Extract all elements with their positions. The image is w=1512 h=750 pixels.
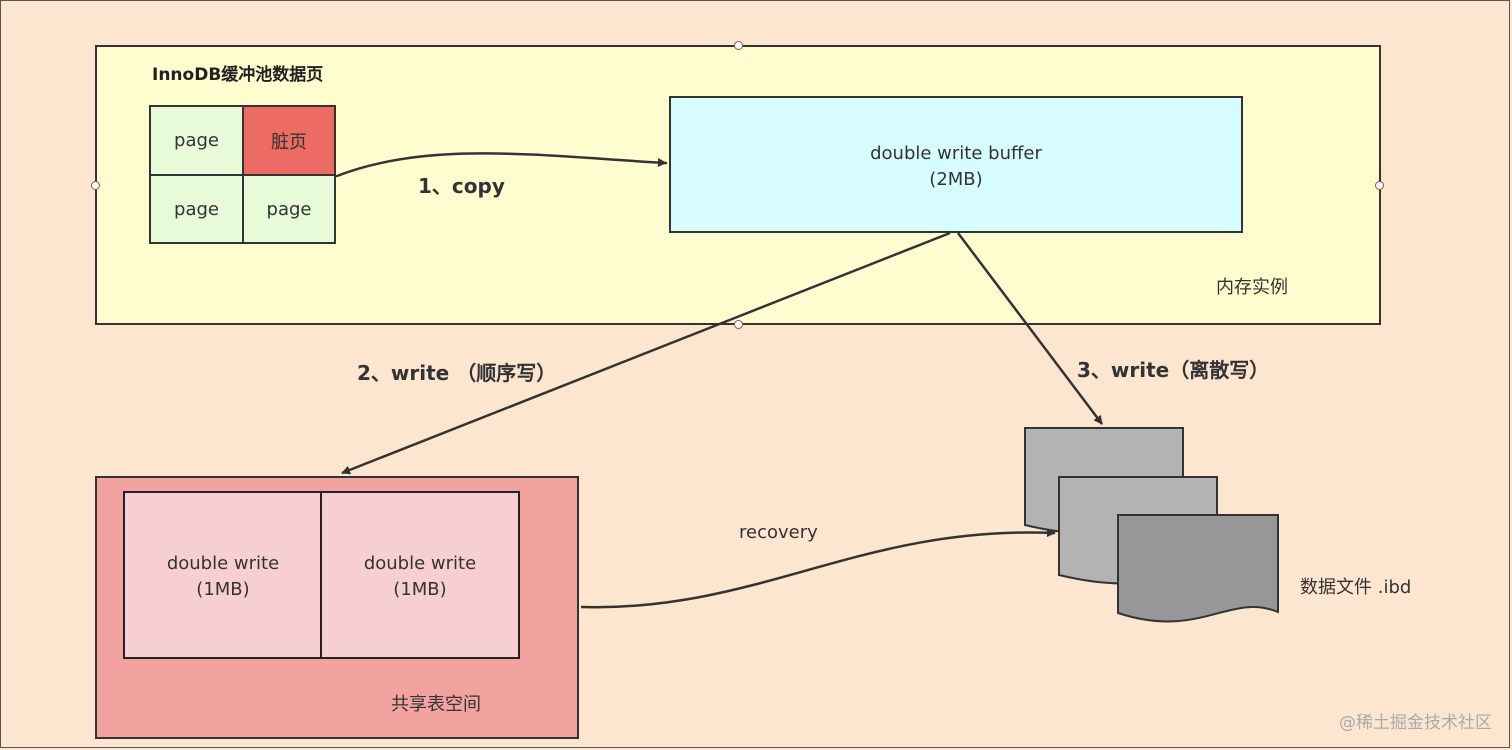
page-cell: page (242, 174, 336, 244)
watermark: @稀土掘金技术社区 (1339, 713, 1492, 733)
block-name: double write (363, 553, 477, 574)
memory-instance-label: 内存实例 (1216, 277, 1288, 298)
dirty-page-cell: 脏页 (242, 105, 336, 176)
resize-handle[interactable] (734, 41, 743, 50)
double-write-block (123, 491, 323, 659)
discrete-write-label: 3、write（离散写） (1077, 358, 1270, 382)
recovery-label: recovery (739, 522, 818, 543)
sequential-write-label: 2、write （顺序写） (357, 361, 557, 385)
data-files-label: 数据文件 .ibd (1300, 577, 1412, 598)
copy-arrow (335, 152, 668, 178)
recovery-arrow (580, 528, 1056, 609)
buffer-pool-title: InnoDB缓冲池数据页 (152, 65, 324, 85)
discrete-write-arrow (957, 232, 1103, 425)
block-size: (1MB) (393, 579, 447, 600)
double-write-block (320, 491, 520, 659)
resize-handle[interactable] (1375, 181, 1384, 190)
double-write-block-label: double write (1MB) (320, 551, 520, 603)
buffer-name: double write buffer (870, 143, 1042, 164)
resize-handle[interactable] (91, 181, 100, 190)
double-write-buffer-box (669, 96, 1243, 233)
sequential-write-arrow (341, 231, 951, 475)
block-size: (1MB) (196, 579, 250, 600)
buffer-size: (2MB) (929, 169, 983, 190)
resize-handle[interactable] (734, 320, 743, 329)
block-name: double write (166, 553, 280, 574)
double-write-block-label: double write (1MB) (123, 551, 323, 603)
copy-label: 1、copy (418, 174, 505, 198)
shared-tablespace-label: 共享表空间 (391, 694, 481, 715)
data-file-icon (1117, 514, 1279, 623)
double-write-buffer-label: double write buffer (2MB) (669, 141, 1243, 193)
